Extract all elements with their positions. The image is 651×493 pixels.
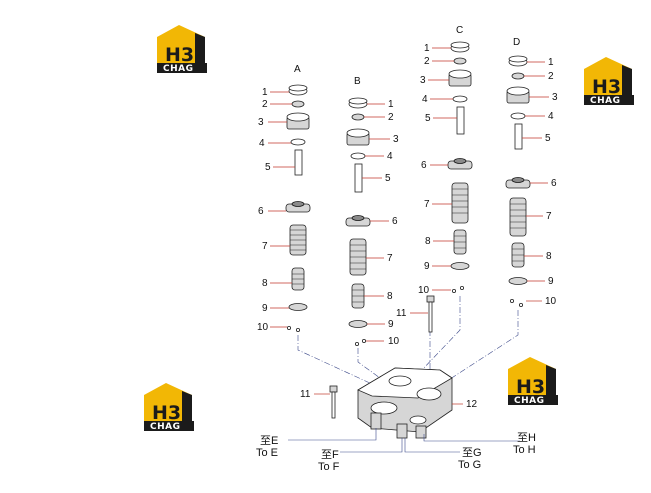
part-number-label: 5 [385,173,391,184]
column-c: C 1 2 3 4 5 6 7 8 9 10 [418,25,473,296]
bolt-part-11: 11 11 [300,295,435,419]
part-number-label: 8 [387,291,393,302]
destination-label: 至F [321,449,339,461]
destination-label: 至H [517,432,536,444]
column-label-a: A [294,64,301,75]
brand-logo: H3 CHAG [508,357,558,406]
brand-logo: H3 CHAG [144,383,194,432]
part-number-label: 10 [418,285,430,296]
logo-mark: H3 [165,44,194,66]
part-number-label: 3 [420,75,426,86]
destination-label: 至G [462,447,482,459]
part-number-label: 1 [424,43,430,54]
destination-f: 至F To F [318,449,340,473]
part-number-label: 2 [548,71,554,82]
part-number-label: 7 [424,199,430,210]
destination-e: 至E To E [256,435,278,459]
ring-part-4 [290,138,306,146]
part-number-label: 7 [546,211,552,222]
logo-brand: CHAG [150,422,181,432]
part-number-label: 9 [548,276,554,287]
part-number-label: 10 [388,336,400,347]
destination-label: 至E [260,435,278,447]
part-number-label: 8 [262,278,268,289]
part-number-label: 1 [388,99,394,110]
column-b: B 1 2 3 4 5 6 7 8 9 10 [345,76,400,347]
brand-logo: H3 CHAG [584,57,634,106]
part-number-label: 2 [262,99,268,110]
part-number-label: 5 [425,113,431,124]
logo-mark: H3 [592,76,621,98]
column-label-d: D [513,37,520,48]
part-number-label: 6 [392,216,398,227]
destination-label: To H [513,444,536,456]
part-number-label: 4 [387,151,393,162]
column-label-c: C [456,25,463,36]
part-number-label: 1 [548,57,554,68]
destination-h: 至H To H [513,432,536,456]
logo-brand: CHAG [514,396,545,406]
valve-body-part-12: 12 [357,367,478,439]
ball-part-10 [286,325,291,330]
column-a: A 1 2 3 4 5 6 7 8 9 10 [257,64,311,333]
part-number-label: 4 [548,111,554,122]
part-number-label: 6 [551,178,557,189]
nut-part-2 [291,100,305,108]
assembly-centerlines [297,296,519,393]
part-number-label: 3 [258,117,264,128]
column-label-b: B [354,76,361,87]
logo-mark: H3 [516,376,545,398]
part-number-label: 8 [546,251,552,262]
port-leaders [288,428,520,453]
part-number-label: 5 [545,133,551,144]
part-number-label: 10 [257,322,269,333]
part-number-label: 2 [388,112,394,123]
part-number-label: 9 [262,303,268,314]
part-number-label: 7 [262,241,268,252]
part-number-label: 4 [259,138,265,149]
part-number-label: 3 [552,92,558,103]
part-number-label: 11 [300,389,311,400]
part-number-label: 6 [258,206,264,217]
destination-label: To E [256,447,278,459]
destination-label: To G [458,459,481,471]
logo-mark: H3 [152,402,181,424]
column-d: D 1 2 3 4 5 6 7 8 9 10 [505,37,558,307]
part-number-label: 2 [424,56,430,67]
part-number-label: 8 [425,236,431,247]
pin-part-5 [294,149,303,176]
part-number-label: 3 [393,134,399,145]
part-number-label: 9 [388,319,394,330]
part-number-label: 1 [262,87,268,98]
part-number-label: 7 [387,253,393,264]
part-number-label: 5 [265,162,271,173]
part-number-label: 9 [424,261,430,272]
destination-g: 至G To G [458,447,482,471]
part-number-label: 12 [466,399,478,410]
part-number-label: 6 [421,160,427,171]
destination-label: To F [318,461,340,473]
washer-part-9 [288,303,308,311]
part-number-label: 10 [545,296,557,307]
part-number-label: 4 [422,94,428,105]
part-number-label: 11 [396,308,407,319]
brand-logo: H3 CHAG [157,25,207,74]
logo-brand: CHAG [163,64,194,74]
logo-brand: CHAG [590,96,621,106]
